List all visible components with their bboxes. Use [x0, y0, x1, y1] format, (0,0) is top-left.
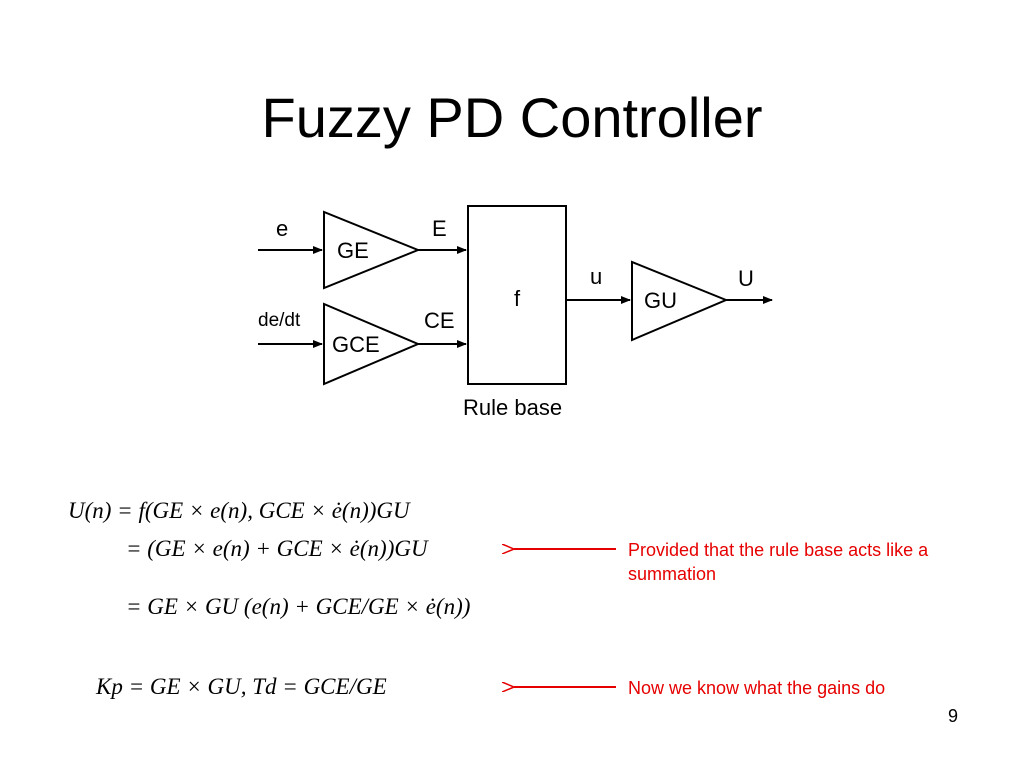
gce-gain-block [323, 302, 421, 386]
ge-label: GE [337, 238, 369, 263]
signal-CE-label: CE [424, 308, 455, 333]
input-dedt-label: de/dt [258, 310, 301, 331]
equation-2: = (GE × e(n) + GCE × ė(n))GU [126, 536, 429, 561]
ge-gain-block [323, 210, 421, 290]
slide-title: Fuzzy PD Controller [261, 86, 763, 149]
gu-label: GU [644, 288, 677, 313]
note-summation: Provided that the rule base acts like a … [628, 540, 929, 584]
page-number: 9 [948, 706, 959, 726]
rule-base-block [467, 205, 567, 385]
input-e-label: e [276, 216, 288, 241]
signal-E-label: E [432, 216, 447, 241]
equation-3: = GE × GU (e(n) + GCE/GE × ė(n)) [126, 594, 470, 619]
rule-function-label: f [514, 286, 521, 311]
note-gains: Now we know what the gains do [628, 678, 886, 698]
equation-1: U(n) = f(GE × e(n), GCE × ė(n))GU [68, 498, 411, 523]
signal-u-label: u [590, 264, 602, 289]
gu-gain-block [631, 260, 729, 342]
gce-label: GCE [332, 332, 380, 357]
equation-4: Kp = GE × GU, Td = GCE/GE [95, 674, 387, 699]
block-diagram: e GE E de/dt GCE CE f Rule base u GU U [258, 205, 773, 420]
output-U-label: U [738, 266, 754, 291]
rule-base-caption: Rule base [463, 395, 562, 420]
